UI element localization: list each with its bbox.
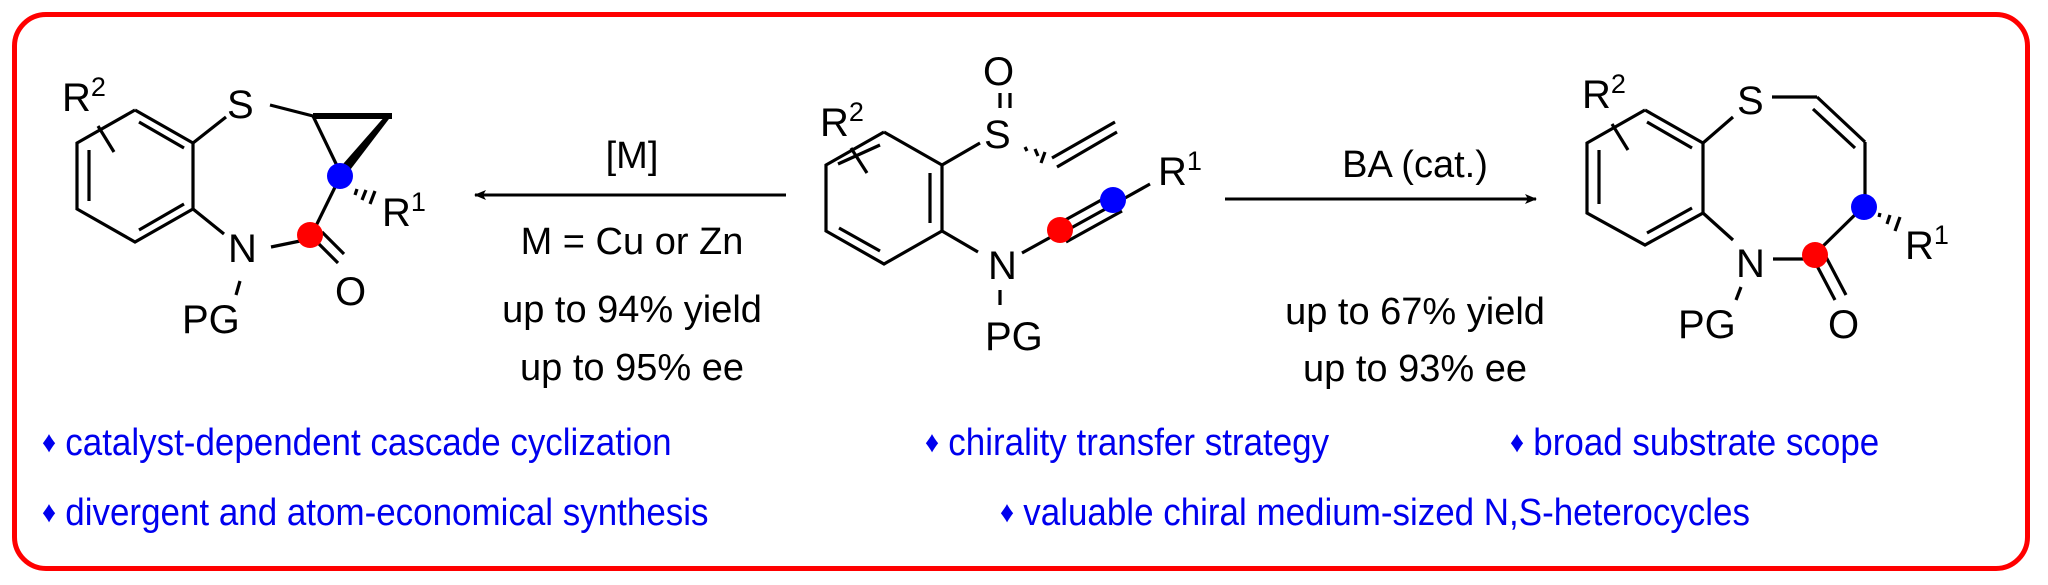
feature-text: catalyst-dependent cascade cyclization (65, 422, 672, 464)
sulfur-label: S (227, 83, 254, 127)
blue-marker (1851, 194, 1877, 220)
scheme-frame (12, 12, 2030, 571)
left-product-structure: R2 S N O PG R1 (62, 72, 426, 342)
sulfur-label: S (1737, 79, 1764, 123)
pg-label: PG (1678, 303, 1736, 347)
feature-row-2: ♦divergent and atom-economical synthesis… (0, 492, 2048, 542)
feature-text: chirality transfer strategy (948, 422, 1330, 464)
r2-label: R2 (62, 72, 106, 120)
hashed-bond (1023, 146, 1047, 164)
diamond-icon: ♦ (42, 496, 57, 529)
nitrogen-label: N (1736, 242, 1765, 286)
r2-label: R2 (1582, 69, 1626, 117)
benzene-ring (75, 108, 195, 244)
left-reaction-arrow-group: [M] M = Cu or Zn up to 94% yield up to 9… (474, 135, 786, 389)
red-marker (1802, 242, 1828, 268)
benzene-ring (824, 130, 944, 266)
feature-text: divergent and atom-economical synthesis (65, 492, 709, 534)
diamond-icon: ♦ (1000, 496, 1015, 529)
red-marker (1047, 217, 1073, 243)
reaction-scheme: R2 S N O PG R1 [M] M = Cu or Zn up to 94… (62, 50, 1949, 390)
nitrogen-label: N (228, 227, 257, 271)
feature-row-1: ♦catalyst-dependent cascade cyclization … (0, 422, 2048, 472)
oxygen-label: O (335, 270, 366, 314)
wedge-bond (313, 113, 392, 119)
hashed-bond (353, 188, 377, 205)
left-yield-label: up to 94% yield (502, 289, 762, 331)
diamond-icon: ♦ (925, 426, 940, 459)
feature-item: ♦valuable chiral medium-sized N,S-hetero… (1000, 492, 1750, 535)
pg-label: PG (985, 315, 1043, 359)
left-ee-label: up to 95% ee (520, 347, 744, 389)
substrate-structure: R2 O S N PG R1 (820, 50, 1202, 359)
feature-item: ♦catalyst-dependent cascade cyclization (42, 422, 672, 465)
benzene-ring (1585, 108, 1705, 247)
blue-marker (1100, 187, 1126, 213)
left-reagent-label: [M] (606, 135, 659, 177)
nitrogen-label: N (988, 244, 1017, 288)
r1-label: R1 (382, 187, 426, 235)
red-marker (297, 222, 323, 248)
feature-text: broad substrate scope (1533, 422, 1880, 464)
r1-label: R1 (1158, 146, 1202, 194)
diamond-icon: ♦ (1510, 426, 1525, 459)
feature-item: ♦divergent and atom-economical synthesis (42, 492, 708, 535)
right-yield-label: up to 67% yield (1285, 291, 1545, 333)
diamond-icon: ♦ (42, 426, 57, 459)
oxygen-label: O (1828, 303, 1859, 347)
r2-label: R2 (820, 97, 864, 145)
hashed-bond (1877, 212, 1902, 232)
feature-text: valuable chiral medium-sized N,S-heteroc… (1023, 492, 1750, 534)
wedge-bond (336, 115, 392, 178)
feature-item: ♦chirality transfer strategy (925, 422, 1329, 465)
r1-label: R1 (1905, 220, 1949, 268)
sulfur-label: S (984, 113, 1011, 157)
right-reaction-arrow-group: BA (cat.) up to 67% yield up to 93% ee (1225, 144, 1545, 390)
blue-marker (327, 163, 353, 189)
right-product-structure: R2 S N O PG R1 (1582, 69, 1949, 347)
right-reagent-label: BA (cat.) (1342, 144, 1488, 186)
feature-item: ♦broad substrate scope (1510, 422, 1879, 465)
left-condition-label: M = Cu or Zn (521, 221, 744, 263)
oxygen-label: O (983, 50, 1014, 94)
right-ee-label: up to 93% ee (1303, 348, 1527, 390)
pg-label: PG (182, 298, 240, 342)
